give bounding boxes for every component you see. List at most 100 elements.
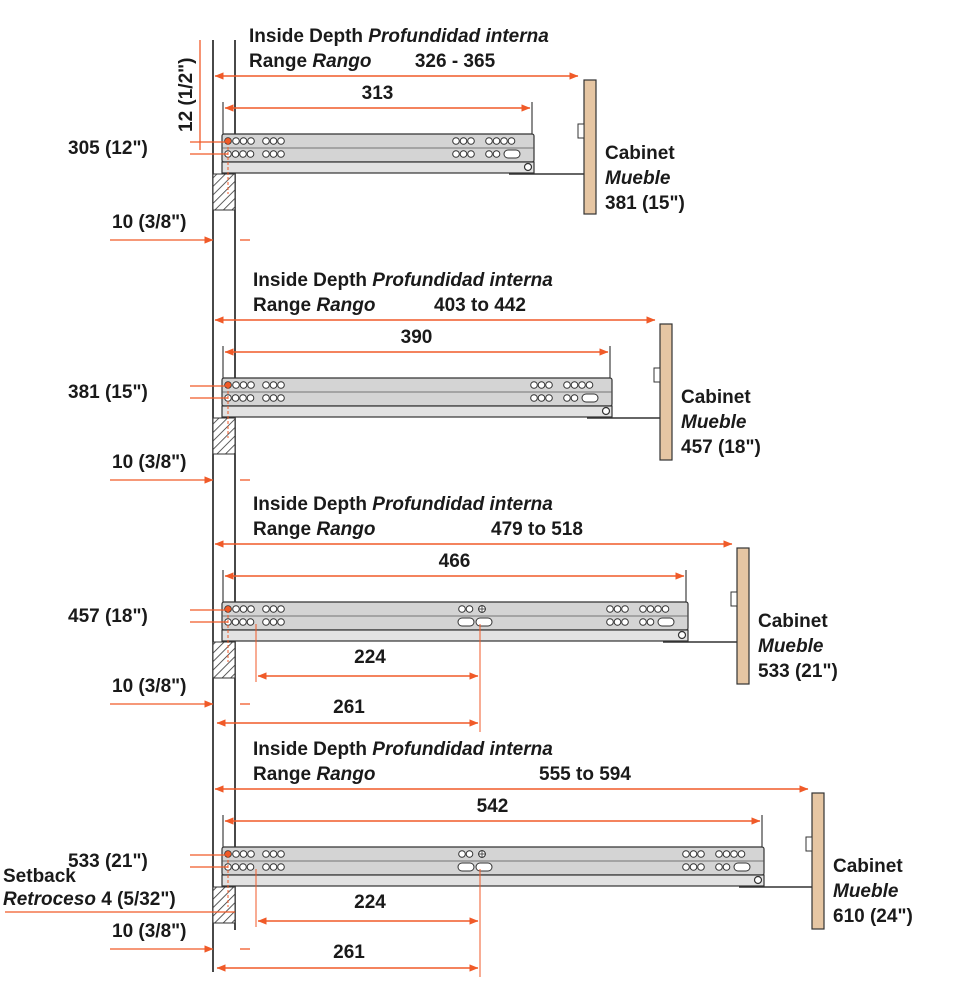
front-top2-hole (269, 137, 278, 145)
rear-bot2-hole (722, 863, 731, 871)
rear-bot-hole (452, 150, 460, 158)
sub-dim-value-2: 261 (333, 697, 365, 718)
cabinet-label-en: Cabinet (833, 856, 903, 877)
rear-bot2-hole (563, 394, 571, 402)
front-bot2-hole (262, 150, 270, 158)
inside-depth-label: Inside Depth Profundidad interna (253, 270, 553, 291)
rail-screw-icon (677, 630, 687, 640)
front-top2-hole (262, 605, 270, 613)
rear-slot-icon (581, 393, 599, 403)
setback-label: Setback (3, 866, 76, 887)
front-bot2-hole (262, 618, 270, 626)
mid-top-hole (458, 850, 466, 858)
rear-top-hole (606, 605, 614, 613)
range-es: Rango (312, 51, 371, 72)
front-bot-hole (246, 150, 255, 158)
range-value: 555 to 594 (539, 764, 631, 785)
rear-bot-hole (689, 863, 698, 871)
drawer-front-hatch (212, 641, 236, 679)
rear-top-hole (452, 137, 460, 145)
cabinet-label-en: Cabinet (681, 387, 751, 408)
mid-top-hole (465, 850, 474, 858)
rear-top2-hole (500, 137, 508, 145)
front-top-hole (247, 137, 255, 145)
slide-length-value: 313 (362, 83, 394, 104)
front-top2-hole (269, 850, 278, 858)
front-bot2-hole (262, 863, 270, 871)
rear-top2-hole (485, 137, 493, 145)
front-top-hole (247, 381, 255, 389)
rear-bot-hole (467, 150, 475, 158)
mid-slot-icon (457, 617, 475, 627)
cabinet-label-es: Mueble (681, 412, 747, 433)
rear-bot-hole (530, 394, 538, 402)
cabinet-label-en: Cabinet (758, 611, 828, 632)
rear-top-hole (530, 381, 538, 389)
inside-depth-label: Inside Depth Profundidad interna (249, 26, 549, 47)
rear-top2-hole (492, 137, 501, 145)
setback-line-2: Retroceso 4 (5/32") (3, 889, 176, 910)
setback-value: 4 (5/32") (101, 889, 176, 910)
cabinet-wall (583, 79, 597, 215)
front-bot-hole (231, 863, 240, 871)
front-bot-hole (246, 394, 255, 402)
front-bot2-hole (269, 394, 278, 402)
rear-slot-icon (503, 149, 521, 159)
gap-label: 10 (3/8") (112, 676, 187, 697)
front-bot-hole (239, 394, 247, 402)
front-bot2-hole (269, 150, 278, 158)
front-top-hole (239, 381, 248, 389)
front-bot2-hole (277, 150, 285, 158)
rear-top-hole (689, 850, 698, 858)
slide-lower-rail (221, 405, 613, 418)
rear-bot2-hole (639, 618, 647, 626)
inside-depth-en: Inside Depth (249, 26, 363, 47)
front-bot2-hole (277, 394, 285, 402)
sub-dim-value-1: 224 (354, 892, 386, 913)
rear-top2-hole (722, 850, 731, 858)
rear-top2-hole (563, 381, 571, 389)
drawer-front-hatch (212, 173, 236, 211)
front-top2-hole (277, 850, 285, 858)
rear-top2-hole (661, 605, 670, 613)
drawer-front-hatch (212, 417, 236, 455)
slide-length-value: 466 (439, 551, 471, 572)
inside-depth-label: Inside Depth Profundidad interna (253, 494, 553, 515)
drawer-size-label: 305 (12") (68, 138, 148, 159)
front-top-hole (232, 381, 240, 389)
inside-depth-en: Inside Depth (253, 739, 367, 760)
rear-top2-hole (730, 850, 738, 858)
mid-slot-icon (457, 862, 475, 872)
range-es: Rango (316, 764, 375, 785)
front-top-hole (232, 605, 240, 613)
front-top-hole (232, 850, 240, 858)
rear-top-hole (459, 137, 468, 145)
rear-slot-icon (657, 617, 675, 627)
gap-label: 10 (3/8") (112, 452, 187, 473)
rear-top2-hole (578, 381, 586, 389)
rear-bot2-hole (570, 394, 579, 402)
front-bot2-hole (269, 618, 278, 626)
rear-bot2-hole (492, 150, 501, 158)
front-top2-hole (269, 605, 278, 613)
rear-top2-hole (646, 605, 655, 613)
rear-top2-hole (654, 605, 662, 613)
cabinet-size: 457 (18") (681, 437, 761, 458)
front-bot-hole (239, 618, 247, 626)
slide-length-value: 542 (477, 796, 509, 817)
rear-top2-hole (585, 381, 594, 389)
rail-screw-icon (523, 162, 533, 172)
top-note-text: 12 (1/2") (176, 58, 197, 133)
range-label: Range Rango (253, 764, 375, 785)
mid-slot-icon-2 (475, 862, 493, 872)
front-top-hole (239, 850, 248, 858)
rear-bot-hole (621, 618, 629, 626)
inside-depth-es: Profundidad interna (372, 739, 553, 760)
rear-top2-hole (737, 850, 746, 858)
front-bot-hole (239, 863, 247, 871)
rear-top2-hole (507, 137, 516, 145)
